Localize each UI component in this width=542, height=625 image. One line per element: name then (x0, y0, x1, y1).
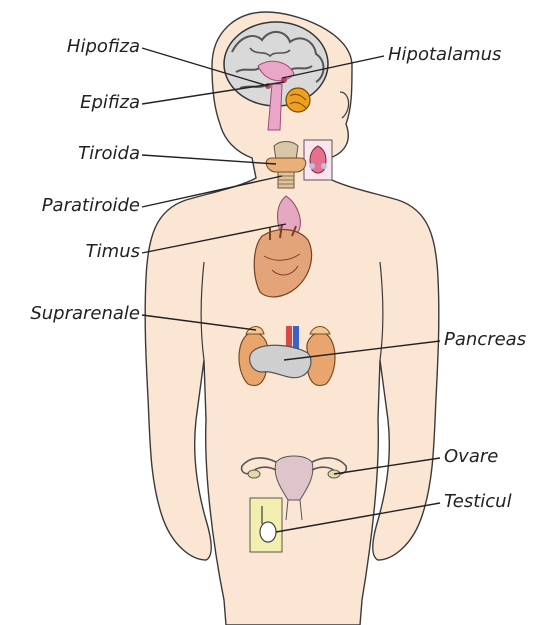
thyroid-inset (304, 140, 332, 180)
label-epifiza: Epifiza (80, 93, 140, 113)
label-paratiroide: Paratiroide (42, 196, 140, 216)
label-timus: Timus (86, 242, 140, 262)
label-testicul: Testicul (444, 492, 512, 512)
testis-inset (250, 498, 282, 552)
testis (260, 522, 276, 542)
label-tiroida: Tiroida (78, 144, 140, 164)
left-ovary (248, 470, 260, 478)
cerebellum (286, 88, 310, 112)
label-hipofiza: Hipofiza (67, 37, 140, 57)
label-hipotalamus: Hipotalamus (388, 45, 501, 65)
label-suprarenale: Suprarenale (30, 304, 140, 324)
label-ovare: Ovare (444, 447, 498, 467)
label-pancreas: Pancreas (444, 330, 526, 350)
